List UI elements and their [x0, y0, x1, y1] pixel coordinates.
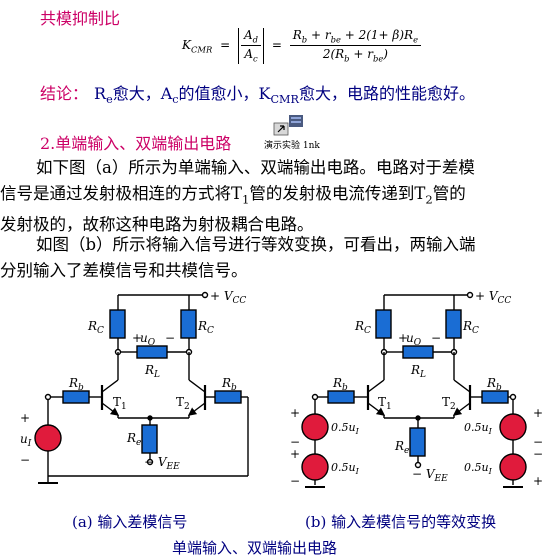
circuit-b — [301, 291, 527, 488]
demo-link-icon — [273, 115, 303, 136]
svg-text:Re: Re — [126, 431, 141, 448]
caption-figure-a: (a) 输入差模信号 — [72, 513, 188, 531]
resistor-rc-right-a — [180, 309, 197, 339]
vee-terminal-a — [146, 458, 154, 466]
labels-b: + VCC RC RC + uO − RL Rb Rb T1 T2 Re − V… — [290, 289, 543, 488]
svg-text:RC: RC — [197, 319, 214, 336]
vee-terminal-b — [414, 461, 422, 469]
svg-text:RC: RC — [354, 319, 371, 336]
svg-text:Rb: Rb — [221, 376, 237, 393]
svg-text:Re: Re — [394, 439, 409, 456]
source-half-ui-left-top-b — [301, 413, 329, 441]
figure-main-caption: 单端输入、双端输出电路 — [172, 539, 338, 557]
source-half-ui-right-top-b — [499, 413, 527, 441]
svg-text:+: + — [398, 331, 408, 345]
circuit-a — [34, 291, 249, 484]
conclusion-line: 结论：Re愈大，Ac的值愈小，KCMR愈大，电路的性能愈好。 — [40, 84, 475, 107]
paragraph-2: 如图（b）所示将输入信号进行等效变换，可看出，两输入端 分别输入了差模信号和共模… — [0, 235, 476, 280]
section-heading-single-ended: 2.单端输入、双端输出电路 — [40, 134, 232, 153]
svg-text:+ VCC: + VCC — [210, 289, 246, 306]
svg-text:T2: T2 — [442, 395, 456, 412]
labels-a: + VCC RC RC + uO − RL Rb Rb T1 T2 Re − V… — [20, 289, 246, 472]
svg-text:T1: T1 — [113, 395, 127, 412]
svg-text:+: + — [132, 331, 142, 345]
svg-text:uO: uO — [406, 331, 422, 348]
svg-text:−: − — [290, 435, 300, 449]
svg-text:T2: T2 — [176, 395, 190, 412]
svg-text:+: + — [533, 474, 543, 488]
source-ui-a — [34, 424, 62, 452]
svg-text:uI: uI — [20, 432, 32, 449]
svg-text:RL: RL — [410, 363, 426, 380]
resistor-rb-right-b — [481, 390, 509, 404]
svg-text:uO: uO — [140, 331, 156, 348]
svg-text:Rb: Rb — [486, 376, 502, 393]
resistor-re-b — [409, 427, 426, 457]
svg-text:+: + — [533, 406, 543, 420]
circuit-figures: + VCC RC RC + uO − RL Rb Rb T1 T2 Re − V… — [20, 289, 543, 488]
source-half-ui-right-bottom-b — [499, 453, 527, 481]
resistor-rc-left-a — [109, 309, 126, 339]
svg-text:0.5uI: 0.5uI — [464, 461, 493, 476]
svg-text:− VEE: − VEE — [412, 467, 448, 484]
svg-text:+: + — [20, 411, 30, 425]
svg-text:−: − — [290, 474, 300, 488]
resistor-re-a — [141, 424, 158, 454]
resistor-rb-left-b — [327, 390, 355, 404]
caption-figure-b: (b) 输入差模信号的等效变换 — [305, 513, 497, 531]
resistor-rb-left-a — [62, 390, 90, 404]
svg-text:−: − — [533, 435, 543, 449]
svg-text:−: − — [533, 447, 543, 461]
svg-text:0.5uI: 0.5uI — [464, 421, 493, 436]
svg-text:0.5uI: 0.5uI — [331, 421, 360, 436]
svg-text:Rb: Rb — [332, 376, 348, 393]
svg-text:Rb: Rb — [68, 376, 84, 393]
svg-text:RC: RC — [87, 319, 104, 336]
formula-lhs: KCMR — [182, 38, 213, 55]
svg-text:+ VCC: + VCC — [475, 289, 511, 306]
svg-text:0.5uI: 0.5uI — [331, 461, 360, 476]
paragraph-1: 如下图（a）所示为单端输入、双端输出电路。电路对于差模 信号是通过发射极相连的方… — [0, 158, 475, 235]
formula-abs-ratio: Ad Ac — [237, 28, 265, 64]
resistor-rb-right-a — [214, 390, 242, 404]
svg-text:− VEE: − VEE — [144, 455, 180, 472]
resistor-rc-left-b — [375, 309, 392, 339]
svg-text:−: − — [20, 453, 30, 467]
cmrr-formula: KCMR = Ad Ac = Rb + rbe + 2(1+ β)Re 2(Rb… — [182, 28, 422, 64]
source-half-ui-left-bottom-b — [301, 453, 329, 481]
section-heading-cmrr: 共模抑制比 — [40, 9, 121, 28]
demo-link[interactable]: 演示实验 1nk — [262, 113, 332, 151]
formula-rhs: Rb + rbe + 2(1+ β)Re 2(Rb + rbe) — [289, 28, 422, 64]
svg-text:T1: T1 — [378, 395, 392, 412]
svg-text:+: + — [290, 406, 300, 420]
resistor-rc-right-b — [445, 309, 462, 339]
vcc-terminal-a — [201, 291, 209, 299]
demo-link-label[interactable]: 演示实验 1nk — [264, 141, 320, 151]
svg-text:RL: RL — [144, 363, 160, 380]
svg-text:+: + — [290, 447, 300, 461]
svg-text:RC: RC — [462, 319, 479, 336]
svg-text:−: − — [431, 331, 441, 345]
vcc-terminal-b — [466, 291, 474, 299]
svg-text:−: − — [165, 331, 175, 345]
